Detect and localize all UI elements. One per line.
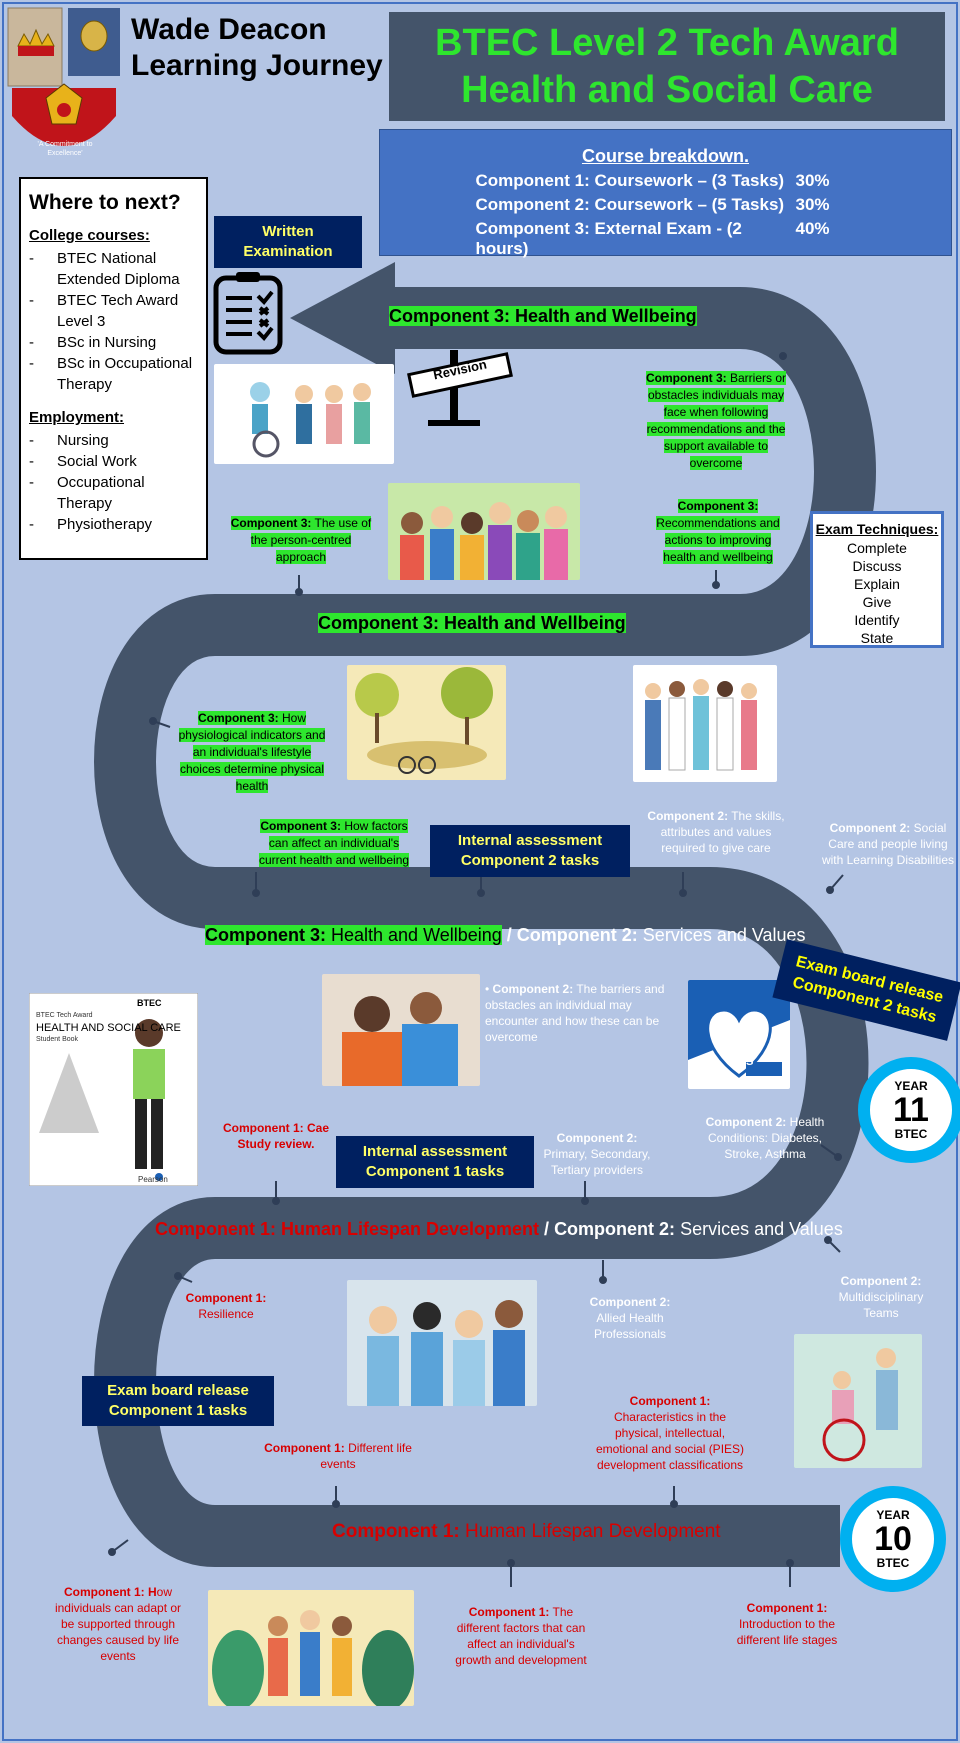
road-arrow-head bbox=[290, 262, 395, 374]
diverse-people-illustration bbox=[388, 483, 580, 580]
outdoor-activity-illustration bbox=[347, 665, 506, 780]
note-c2-health-conditions: Component 2: Health Conditions: Diabetes… bbox=[705, 1115, 825, 1161]
college-heading: College courses: bbox=[29, 227, 150, 244]
doctors-illustration bbox=[633, 665, 777, 782]
list-item: Explain bbox=[854, 576, 900, 592]
note-c1-life-events: Component 1: Different life events bbox=[264, 1441, 412, 1471]
list-item: BTEC Tech Award Level 3 bbox=[29, 290, 198, 332]
list-item: BTEC National Extended Diploma bbox=[29, 248, 198, 290]
crest-motto: 'A Commitment to Excellence' bbox=[37, 141, 93, 157]
note-c1-case-study: Component 1: Cae Study review. bbox=[222, 1121, 330, 1151]
note-c1-pies: Component 1:Characteristics in the physi… bbox=[595, 1394, 745, 1472]
road-label-c1-c2: Component 1: Human Lifespan Development … bbox=[155, 1219, 843, 1239]
course-row: Component 2: Coursework – (5 Tasks)30% bbox=[475, 195, 830, 214]
list-item: Social Work bbox=[29, 451, 198, 472]
where-next-panel: Where to next? College courses: BTEC Nat… bbox=[19, 177, 208, 560]
nurses-photo bbox=[347, 1280, 537, 1406]
care-illustration bbox=[214, 364, 394, 464]
wheelchair-carer-illustration bbox=[794, 1334, 922, 1468]
textbook-cover bbox=[29, 993, 198, 1186]
school-crests bbox=[7, 7, 120, 146]
note-c1-resilience: Component 1: Resilience bbox=[185, 1291, 267, 1321]
note-c2-providers: Component 2:Primary, Secondary, Tertiary… bbox=[543, 1131, 651, 1177]
note-c2-multidisciplinary: Component 2:Multidisciplinary Teams bbox=[838, 1274, 924, 1320]
note-c1-life-stages: Component 1:Introduction to the differen… bbox=[736, 1601, 838, 1647]
book-title: HEALTH AND SOCIAL CARE bbox=[36, 1022, 181, 1034]
course-row: Component 3: External Exam - (2 hours)40… bbox=[475, 219, 830, 258]
list-item: State bbox=[860, 630, 894, 646]
where-next-heading: Where to next? bbox=[29, 191, 181, 214]
employment-heading: Employment: bbox=[29, 409, 125, 426]
exam-techniques-heading: Exam Techniques: bbox=[815, 521, 939, 537]
course-breakdown-heading: Course breakdown. bbox=[581, 146, 750, 166]
note-c1-growth-factors: Component 1: The different factors that … bbox=[455, 1605, 587, 1667]
exam-techniques-box: Exam Techniques: Complete Discuss Explai… bbox=[810, 511, 944, 648]
road-label-c3-middle: Component 3: Health and Wellbeing bbox=[318, 613, 626, 633]
book-series: BTEC Tech Award bbox=[36, 1012, 93, 1019]
note-c3-barriers: Component 3: Barriers or obstacles indiv… bbox=[645, 371, 786, 470]
school-name: Wade Deacon Learning Journey bbox=[131, 13, 383, 82]
list-item: Occupational Therapy bbox=[29, 472, 198, 514]
road-label-c1-bottom: Component 1: Human Lifespan Development bbox=[332, 1521, 721, 1542]
college-list: BTEC National Extended Diploma BTEC Tech… bbox=[29, 248, 198, 395]
note-c2-barriers: • Component 2: The barriers and obstacle… bbox=[485, 982, 665, 1044]
note-c3-person-centred: Component 3: The use of the person-centr… bbox=[230, 516, 372, 564]
course-row: Component 1: Coursework – (3 Tasks)30% bbox=[475, 171, 830, 190]
book-subtitle: Student Book bbox=[36, 1036, 79, 1043]
list-item: Give bbox=[862, 594, 892, 610]
note-c3-factors: Component 3: How factors can affect an i… bbox=[258, 819, 410, 867]
page-title: BTEC Level 2 Tech Award Health and Socia… bbox=[389, 12, 945, 121]
employment-list: Nursing Social Work Occupational Therapy… bbox=[29, 430, 198, 535]
checklist-icon bbox=[213, 272, 283, 355]
book-brand: BTEC bbox=[137, 998, 162, 1008]
revision-signpost bbox=[407, 350, 513, 426]
nhs-heart-logo bbox=[688, 980, 790, 1089]
note-c1-adapt: Component 1: How individuals can adapt o… bbox=[54, 1585, 182, 1663]
note-c2-allied: Component 2:Allied Health Professionals bbox=[589, 1295, 671, 1341]
book-publisher: Pearson bbox=[138, 1175, 168, 1184]
list-item: Discuss bbox=[852, 558, 902, 574]
list-item: Complete bbox=[847, 540, 907, 556]
note-c2-skills: Component 2: The skills, attributes and … bbox=[647, 809, 785, 855]
list-item: BSc in Nursing bbox=[29, 332, 198, 353]
list-item: Identify bbox=[854, 612, 900, 628]
note-c3-recommendations: Component 3:Recommendations and actions … bbox=[656, 499, 780, 564]
family-illustration bbox=[208, 1590, 414, 1706]
note-c2-learning-disabilities: Component 2: Social Care and people livi… bbox=[821, 821, 955, 867]
nhs-logo-text: NHS bbox=[730, 1056, 754, 1068]
carer-hug-photo bbox=[322, 974, 480, 1086]
list-item: BSc in Occupational Therapy bbox=[29, 353, 198, 395]
list-item: Physiotherapy bbox=[29, 514, 198, 535]
note-c3-physiological: Component 3: How physiological indicator… bbox=[178, 711, 326, 793]
road-label-c3-c2: Component 3: Health and Wellbeing / Comp… bbox=[205, 925, 806, 945]
road-label-c3-top: Component 3: Health and Wellbeing bbox=[389, 306, 697, 326]
course-breakdown: Course breakdown. Component 1: Coursewor… bbox=[379, 129, 952, 258]
list-item: Nursing bbox=[29, 430, 198, 451]
